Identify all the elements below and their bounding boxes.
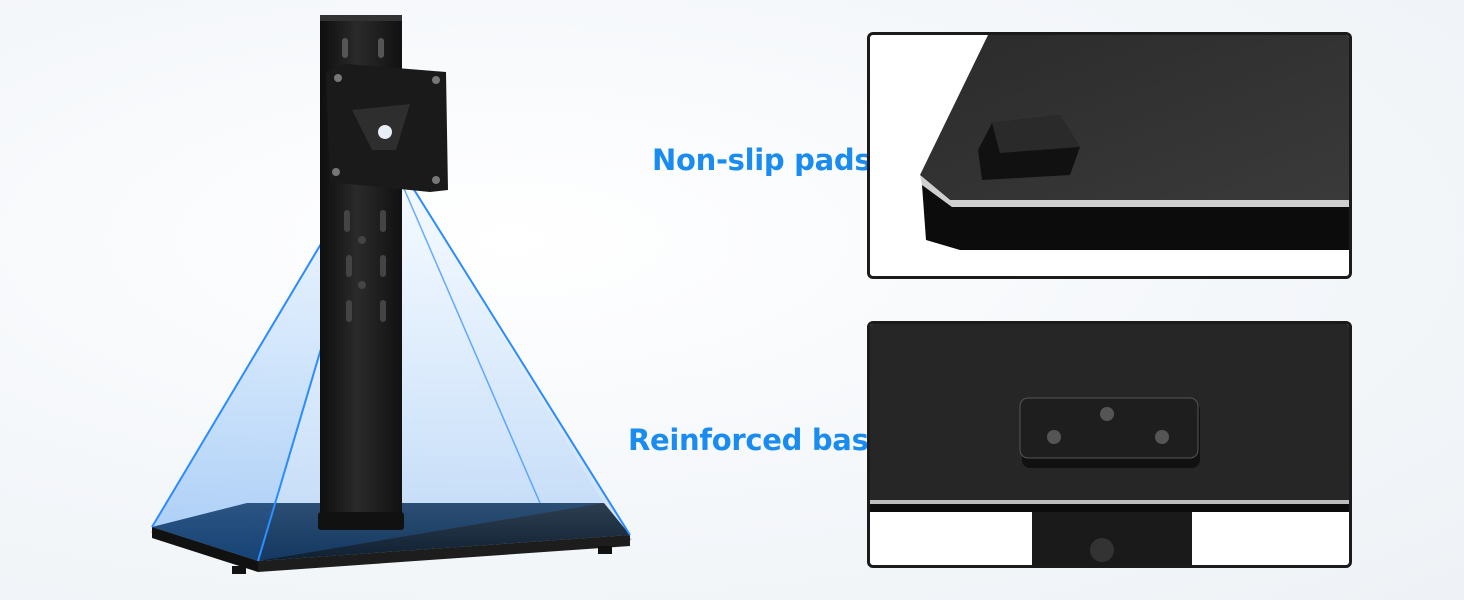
base-plate-closeup [867, 321, 1352, 568]
reinforced-base-label: Reinforced base [628, 423, 888, 457]
non-slip-pads-label: Non-slip pads [652, 143, 872, 177]
non-slip-pad-closeup [867, 32, 1352, 279]
vesa-mount-plate [326, 64, 448, 192]
monitor-stand-illustration [150, 15, 632, 574]
